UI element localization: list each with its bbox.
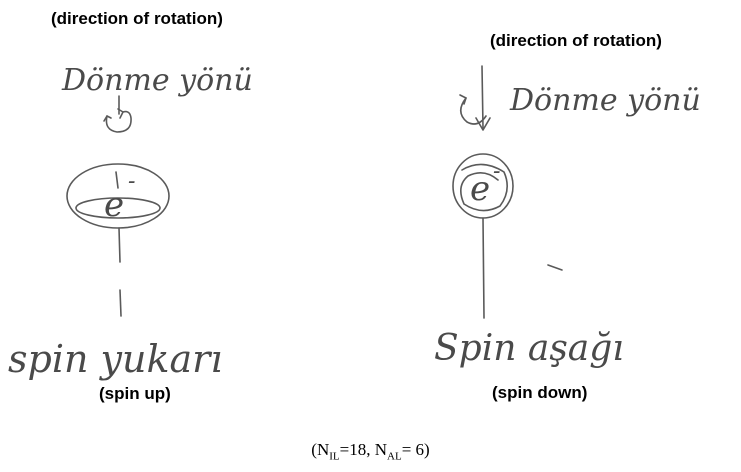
rotation-arrowhead-right (459, 94, 467, 105)
handwritten-rotation-label-right: Dönme yönü (509, 83, 701, 118)
spin-axis-left-1 (118, 227, 121, 263)
handwritten-rotation-label-left: Dönme yönü (61, 63, 253, 98)
note-n2-value: = 6) (401, 440, 430, 459)
stray-mark-right (547, 264, 563, 271)
caption-spin-down: (spin down) (492, 383, 588, 402)
note-n1-subscript: IL (329, 450, 340, 463)
note-n2-subscript: AL (387, 450, 402, 463)
caption-direction-left: (direction of rotation) (51, 9, 223, 28)
rotation-arrowhead-left (117, 108, 124, 119)
spin-axis-left-2 (119, 289, 122, 317)
spin-up-panel: Dönme yönü e - spin yukarı (direction of… (0, 0, 300, 410)
sample-size-note: (NIL=18, NAL= 6) (0, 440, 741, 462)
electron-label-left: e (104, 185, 124, 225)
electron-axis-upper-left (115, 171, 119, 189)
note-n1-value: =18, N (339, 440, 388, 459)
electron-label-right: e (470, 169, 490, 209)
rotation-arrow-right (459, 97, 487, 125)
handwritten-spin-label-right: Spin aşağı (434, 328, 624, 369)
axis-arrowhead-right (475, 117, 491, 131)
caption-spin-up: (spin up) (99, 384, 171, 403)
axis-top-right (481, 65, 484, 129)
electron-disc-rim-left (75, 197, 161, 219)
spin-down-panel: Dönme yönü e - Spin aşağı (direction of … (430, 0, 741, 410)
caption-direction-right: (direction of rotation) (490, 31, 662, 50)
rotation-tail-left (103, 115, 112, 122)
electron-charge-left: - (128, 169, 135, 194)
spin-up-sketch: Dönme yönü e - spin yukarı (8, 63, 253, 381)
handwritten-spin-label-left: spin yukarı (8, 337, 222, 381)
electron-disc-left (66, 163, 170, 229)
rotation-arrow-left (105, 110, 132, 133)
spin-axis-right (482, 217, 485, 319)
electron-charge-right: - (493, 159, 500, 184)
note-open: (N (311, 440, 330, 459)
spin-down-sketch: Dönme yönü e - Spin aşağı (434, 65, 701, 369)
electron-scribble-right (460, 163, 508, 212)
